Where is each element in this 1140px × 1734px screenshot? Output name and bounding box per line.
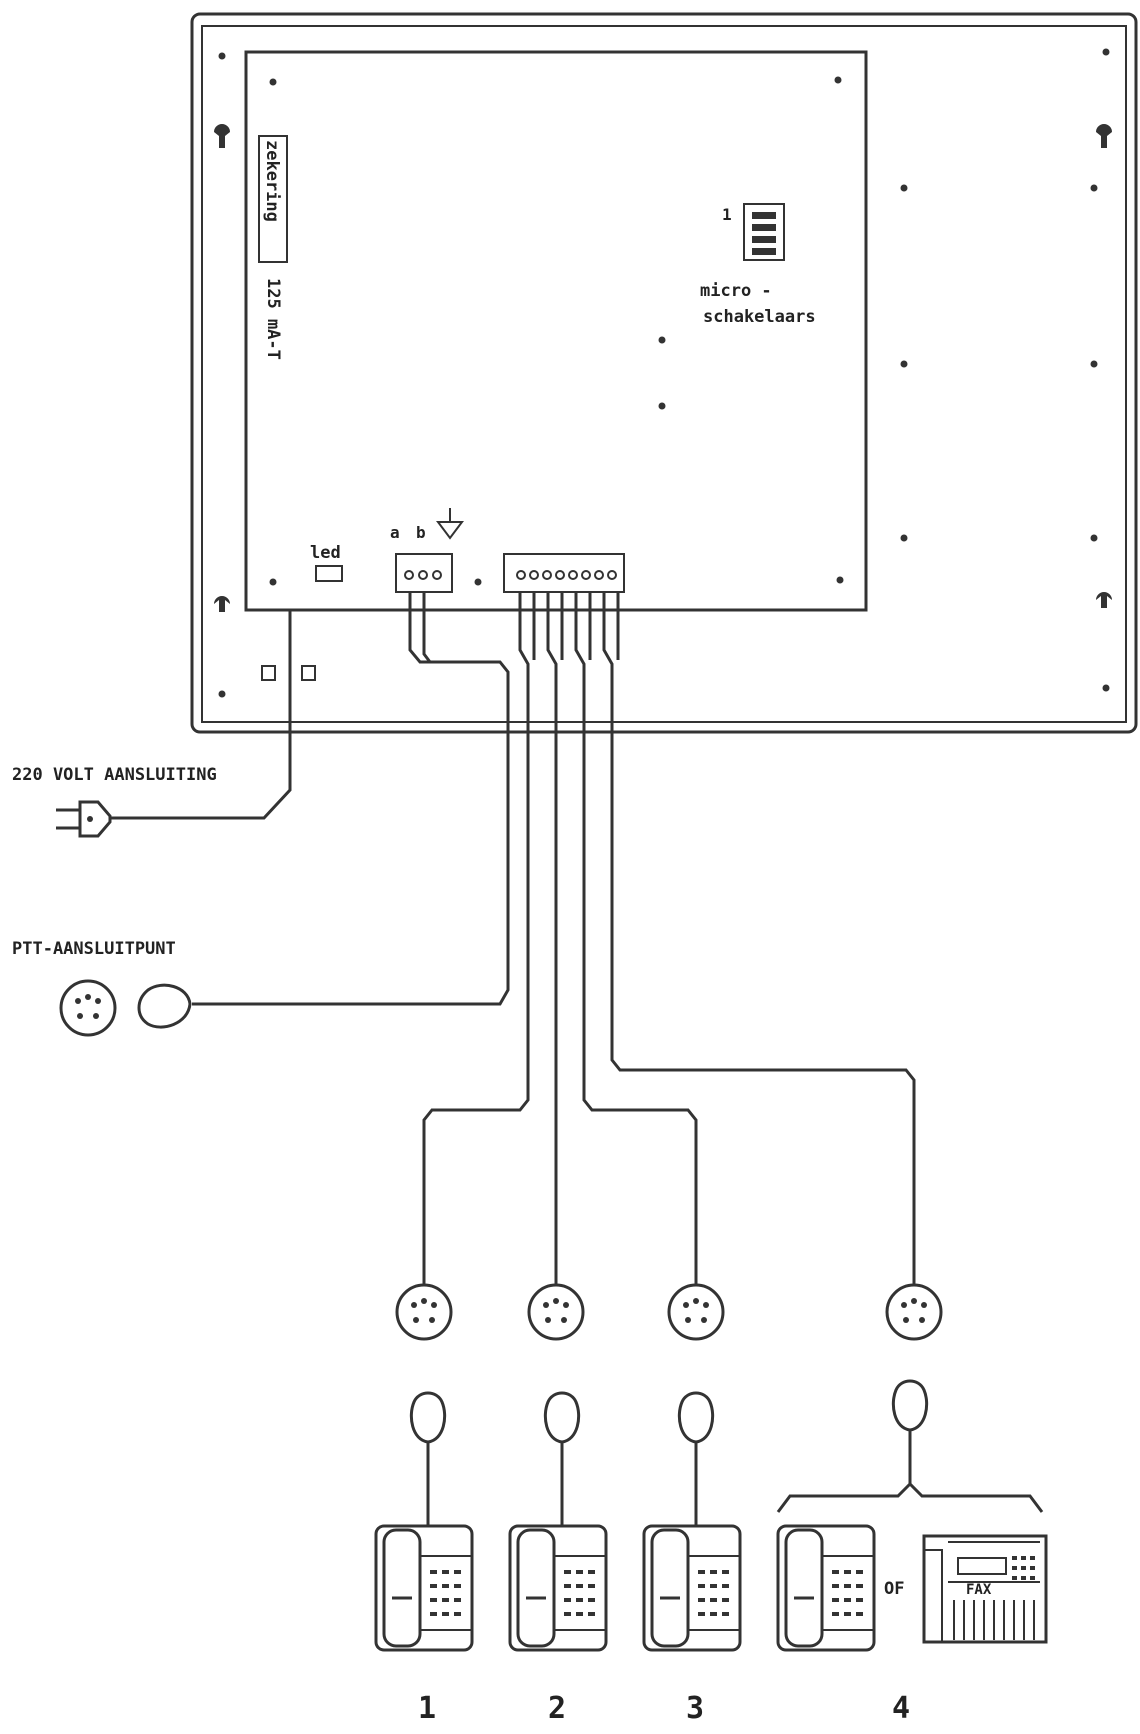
fax-machine-icon <box>922 1534 1048 1644</box>
ground-symbol-icon <box>436 508 464 540</box>
housing-knockout <box>301 665 316 681</box>
extension-number-2: 2 <box>548 1691 566 1726</box>
extension4-cable <box>602 592 916 1284</box>
line-terminal-screws <box>404 570 442 580</box>
phone-plug-icon <box>543 1391 581 1526</box>
mounting-holes <box>214 124 1112 612</box>
housing-knockout <box>261 665 276 681</box>
wall-socket-icon <box>395 1283 453 1341</box>
phone-plug-icon <box>409 1391 447 1526</box>
extension-number-1: 1 <box>418 1691 436 1726</box>
line-terminal-block <box>395 553 453 593</box>
fuse-rating: 125 mA-T <box>263 278 283 360</box>
outer-housing <box>190 12 1138 734</box>
telephone-icon <box>374 1524 474 1652</box>
fax-label: FAX <box>966 1582 992 1598</box>
ptt-plug-icon <box>137 983 192 1029</box>
extension-terminal-screws <box>516 570 617 580</box>
phone-plug-icon <box>891 1379 929 1484</box>
fuse-label: zekering <box>262 140 282 222</box>
wall-socket-icon <box>59 979 117 1037</box>
telephone-icon <box>642 1524 742 1652</box>
dip-number: 1 <box>722 205 732 224</box>
power-label: 220 VOLT AANSLUITING <box>12 765 217 785</box>
extension-terminal-block <box>503 553 625 593</box>
housing-screws <box>218 48 1110 698</box>
dip-label-line1: micro - <box>700 281 772 301</box>
phone-plug-icon <box>677 1391 715 1526</box>
extension2-cable <box>546 592 558 1284</box>
terminal-a-label: a <box>390 523 400 542</box>
dip-label-line2: schakelaars <box>703 307 816 327</box>
led-label: led <box>310 543 341 563</box>
inner-frame <box>201 25 1127 723</box>
ptt-cable-a <box>192 592 510 1006</box>
power-plug-icon <box>56 800 112 838</box>
circuit-board <box>244 50 868 612</box>
extension-number-4: 4 <box>892 1691 910 1726</box>
extension-number-3: 3 <box>686 1691 704 1726</box>
power-cable <box>110 610 292 820</box>
led <box>315 565 343 582</box>
telephone-icon <box>508 1524 608 1652</box>
wall-socket-icon <box>885 1283 943 1341</box>
wall-socket-icon <box>667 1283 725 1341</box>
extension1-cable <box>422 592 530 1284</box>
extension4-brace <box>776 1481 1044 1513</box>
fuse <box>258 135 288 263</box>
board-screws <box>269 76 844 586</box>
ptt-cable-b <box>422 592 432 663</box>
wall-socket-icon <box>527 1283 585 1341</box>
dip-switch <box>743 203 785 261</box>
extension3-cable <box>574 592 698 1284</box>
terminal-b-label: b <box>416 523 426 542</box>
or-label: OF <box>884 1579 904 1599</box>
ptt-label: PTT-AANSLUITPUNT <box>12 939 176 959</box>
telephone-icon <box>776 1524 876 1652</box>
